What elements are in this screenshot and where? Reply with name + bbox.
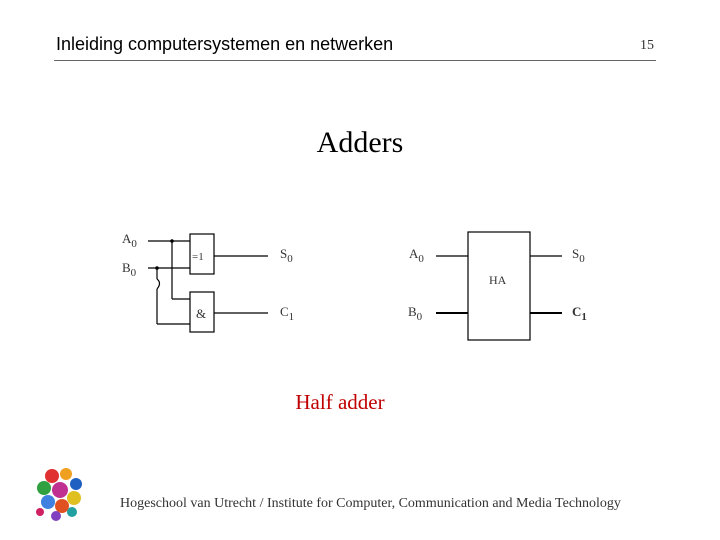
course-title: Inleiding computersystemen en netwerken — [56, 34, 394, 54]
block-input-a-label: A0 — [409, 246, 424, 265]
xor-gate-label: =1 — [192, 251, 204, 263]
block-output-sum-label: S0 — [572, 246, 585, 265]
header-divider — [54, 60, 656, 61]
xor-gate — [189, 233, 215, 275]
diagram-caption: Half adder — [295, 390, 385, 414]
wire-crossover — [156, 278, 161, 290]
footer-institution: Hogeschool van Utrecht / Institute for C… — [120, 496, 621, 511]
output-carry-label: C1 — [280, 304, 294, 323]
page-number: 15 — [640, 38, 654, 53]
school-logo — [36, 468, 82, 521]
junction-dot — [155, 266, 159, 270]
output-sum-label: S0 — [280, 246, 293, 265]
block-label: HA — [489, 273, 507, 287]
slide-title: Adders — [316, 126, 404, 159]
input-a-label: A0 — [122, 231, 137, 250]
and-gate-label: & — [196, 306, 206, 321]
half-adder-block — [467, 231, 531, 341]
and-gate — [189, 291, 215, 333]
block-output-carry-label: C1 — [572, 304, 587, 323]
gate-level-circuit — [148, 233, 268, 333]
block-level-circuit — [436, 231, 562, 341]
block-input-b-label: B0 — [408, 304, 423, 323]
junction-dot — [170, 239, 174, 243]
input-b-label: B0 — [122, 260, 137, 279]
